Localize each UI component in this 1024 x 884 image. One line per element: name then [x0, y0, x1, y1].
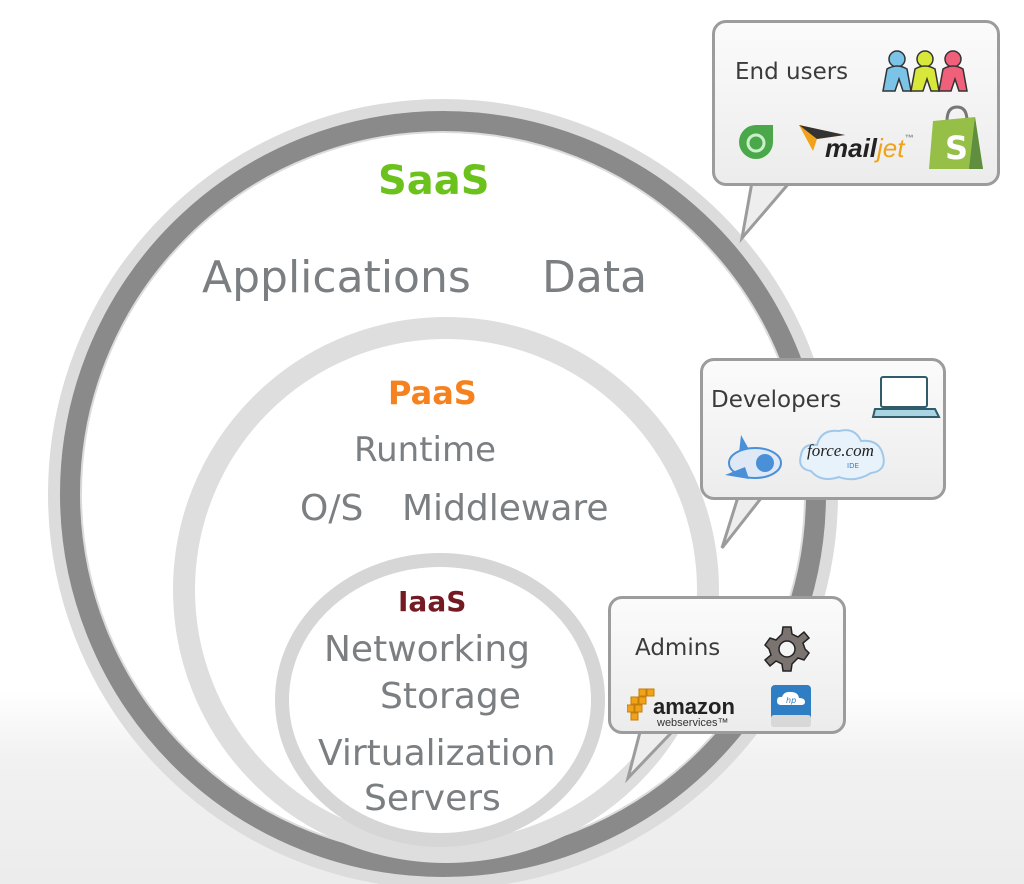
saas-title: SaaS	[378, 158, 490, 204]
hp-text: hp	[786, 696, 796, 705]
force-com-ide-text: IDE	[847, 462, 859, 470]
gear-icon	[763, 626, 811, 672]
app-engine-logo	[725, 435, 782, 479]
shopify-letter: S	[945, 129, 968, 167]
iaas-ring	[275, 553, 605, 847]
mailjet-logo: mailjet™	[825, 133, 914, 164]
amazon-text: amazon	[653, 694, 735, 719]
admins-tail	[625, 730, 674, 784]
force-com-cloud-icon	[799, 429, 885, 481]
laptop-icon	[871, 376, 941, 418]
end-users-tail	[739, 181, 792, 244]
amazon-web-services-logo: amazon webservices™	[653, 694, 735, 730]
paas-item-runtime: Runtime	[354, 430, 497, 470]
developers-callout: Developers force.com IDE	[700, 358, 946, 500]
mailjet-jet-text: jet	[877, 133, 905, 163]
paas-item-os: O/S	[300, 488, 364, 529]
saas-item-data: Data	[542, 252, 648, 303]
iaas-item-virtualization: Virtualization	[318, 733, 556, 774]
people-icon	[882, 50, 968, 92]
shopify-logo: S	[929, 105, 983, 169]
webservices-text: webservices™	[657, 717, 729, 729]
force-com-text: force.com	[807, 441, 874, 460]
mailjet-arrow-icon	[799, 125, 845, 151]
mailjet-mail-text: mail	[825, 133, 878, 163]
iaas-item-storage: Storage	[380, 676, 521, 717]
end-users-callout: End users mailjet™ S	[712, 20, 1000, 186]
admins-callout: Admins amazon webservices™ hp	[608, 596, 846, 734]
mailjet-tm: ™	[904, 133, 914, 143]
developers-title: Developers	[711, 387, 842, 413]
paas-title: PaaS	[388, 374, 477, 412]
iaas-item-servers: Servers	[364, 778, 501, 819]
freshdesk-logo	[739, 125, 773, 159]
aws-cubes-icon	[627, 688, 655, 721]
force-com-logo: force.com	[807, 441, 874, 461]
iaas-title: IaaS	[398, 585, 467, 618]
developers-tail	[720, 496, 764, 549]
saas-item-applications: Applications	[202, 252, 471, 303]
admins-title: Admins	[635, 635, 721, 661]
end-users-title: End users	[735, 59, 849, 85]
hp-cloud-drive-icon: hp	[771, 685, 811, 727]
paas-item-middleware: Middleware	[402, 488, 609, 529]
iaas-item-networking: Networking	[324, 629, 530, 670]
